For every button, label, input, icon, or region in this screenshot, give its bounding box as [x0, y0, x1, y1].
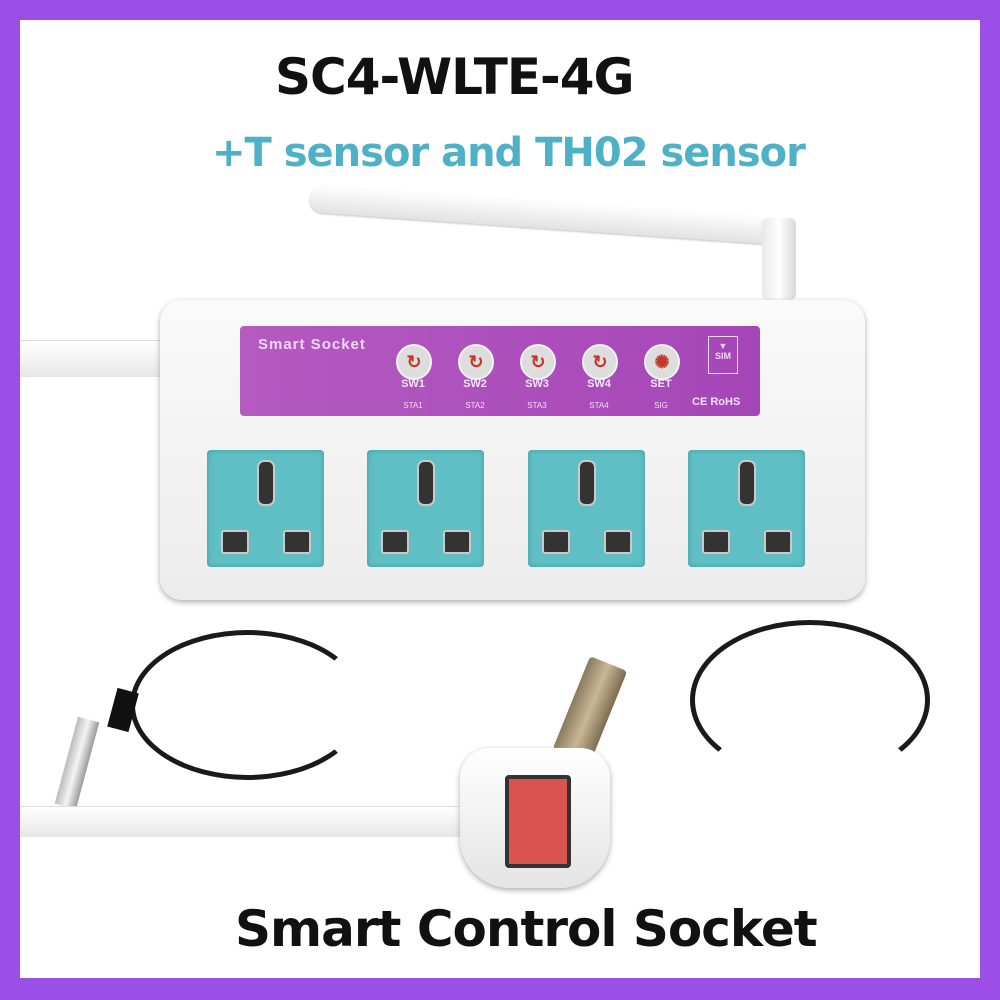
- sta3-label: STA3: [527, 401, 547, 410]
- power-cable: [20, 340, 170, 377]
- sta4-label: STA4: [589, 401, 609, 410]
- set-label: SET: [650, 378, 672, 390]
- triangle-icon: ▼: [718, 341, 728, 351]
- sw2-label: SW2: [463, 378, 487, 390]
- outlet-1: [207, 450, 324, 567]
- outlet-4: [688, 450, 805, 567]
- sta2-label: STA2: [465, 401, 485, 410]
- set-button[interactable]: ✺: [644, 344, 680, 380]
- sw1-label: SW1: [401, 378, 425, 390]
- sta1-label: STA1: [403, 401, 423, 410]
- panel-label: Smart Socket: [258, 336, 366, 353]
- sw1-button[interactable]: ↻: [396, 344, 432, 380]
- refresh-icon: ↻: [592, 351, 608, 372]
- sim-label: SIM: [714, 351, 731, 361]
- product-subtitle: +T sensor and TH02 sensor: [212, 130, 806, 176]
- plug-fuse: [505, 775, 571, 868]
- sim-slot: ▼SIM: [708, 336, 738, 374]
- sw3-label: SW3: [525, 378, 549, 390]
- th02-sensor-cable: [690, 620, 930, 780]
- outlet-3: [528, 450, 645, 567]
- sun-icon: ✺: [654, 351, 670, 372]
- sw4-label: SW4: [587, 378, 611, 390]
- refresh-icon: ↻: [468, 351, 484, 372]
- plug-cable: [20, 806, 480, 837]
- sig-label: SIG: [654, 401, 668, 410]
- outlet-2: [367, 450, 484, 567]
- refresh-icon: ↻: [406, 351, 422, 372]
- footer-caption: Smart Control Socket: [235, 900, 818, 958]
- product-title: SC4-WLTE-4G: [275, 48, 635, 106]
- temperature-sensor-cable: [130, 630, 365, 780]
- certification-marks: CE RoHS: [692, 396, 741, 408]
- sw3-button[interactable]: ↻: [520, 344, 556, 380]
- sw2-button[interactable]: ↻: [458, 344, 494, 380]
- refresh-icon: ↻: [530, 351, 546, 372]
- antenna-base: [762, 218, 796, 300]
- sw4-button[interactable]: ↻: [582, 344, 618, 380]
- control-panel: Smart Socket ↻ SW1 STA1 ↻ SW2 STA2 ↻ SW3…: [240, 326, 760, 416]
